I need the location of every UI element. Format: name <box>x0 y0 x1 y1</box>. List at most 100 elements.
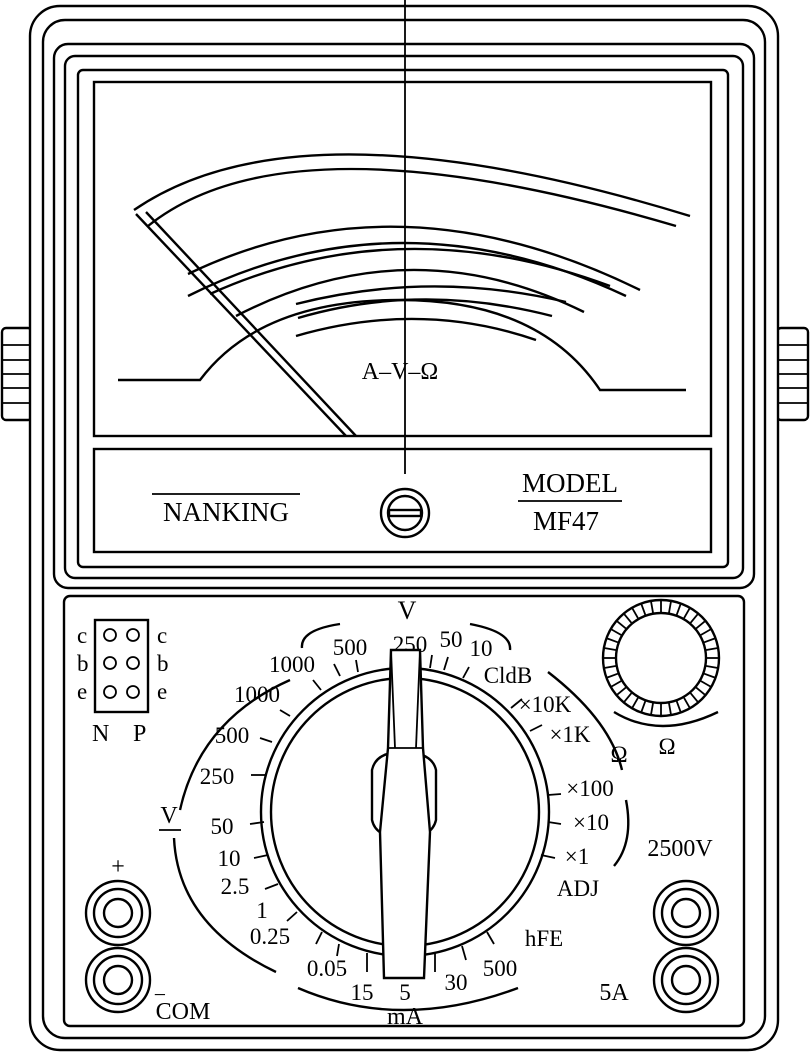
com-jack[interactable] <box>84 946 152 1014</box>
knurl-line <box>611 628 622 636</box>
scale-arcs <box>118 153 691 392</box>
knurl-line <box>668 703 672 715</box>
ohm-adjust-label: Ω <box>658 734 675 759</box>
knurl-line <box>607 672 619 679</box>
scale-label: A–V–Ω <box>362 359 439 385</box>
socket-pin-c-right: c <box>157 623 167 648</box>
dc-voltage-symbol: V <box>160 803 178 829</box>
plus-jack-label: + <box>111 854 125 880</box>
knurl-line <box>607 637 619 644</box>
ohm-symbol: Ω <box>610 742 627 767</box>
knurl-line <box>703 637 715 644</box>
dc-range-500: 500 <box>215 723 250 748</box>
ohm-range-x10k: ×10K <box>519 692 572 717</box>
socket-pin-e-right: e <box>157 679 167 704</box>
transistor-socket[interactable] <box>93 618 150 714</box>
socket-pin-e-left: e <box>77 679 87 704</box>
meter-window-bezel <box>76 68 730 569</box>
socket-pin-b-left: b <box>77 651 89 676</box>
knurl-line <box>650 703 654 715</box>
com-label: COM <box>156 999 211 1025</box>
high-current-jack[interactable] <box>652 946 720 1014</box>
zero-adjust-screw[interactable] <box>379 487 431 539</box>
meter-needle <box>135 211 357 437</box>
knurl-line <box>689 692 699 703</box>
knurl-line <box>616 686 627 696</box>
ohm-range-x10: ×10 <box>573 810 609 835</box>
knurl-line <box>650 601 654 613</box>
ac-range-10: 10 <box>470 636 493 661</box>
scale-plate <box>92 80 713 438</box>
minus-jack-label: − <box>154 982 166 1007</box>
knurl-line <box>675 604 682 616</box>
right-side-clip <box>775 326 810 422</box>
cldb-label: CldB <box>484 663 533 688</box>
knurl-line <box>683 697 691 708</box>
name-plate <box>92 447 713 554</box>
current-unit: mA <box>387 1004 424 1030</box>
knurl-line <box>703 672 715 679</box>
plus-jack[interactable] <box>84 879 152 947</box>
high-current-label: 5A <box>599 980 629 1006</box>
knurl-line <box>695 620 706 630</box>
ac-voltage-header: V <box>398 596 417 625</box>
socket-pin-c-left: c <box>77 623 87 648</box>
knurl-line <box>623 692 633 703</box>
ohm-range-x1k: ×1K <box>549 722 590 747</box>
knurl-line <box>631 697 639 708</box>
socket-pin-b-right: b <box>157 651 169 676</box>
ac-range-500: 500 <box>333 635 368 660</box>
current-range-5: 5 <box>399 980 411 1005</box>
knurl-line <box>668 601 672 613</box>
hfe-label: hFE <box>525 926 563 951</box>
dc-range-0-25: 0.25 <box>250 924 290 949</box>
current-range-30: 30 <box>445 970 468 995</box>
knurl-line <box>631 608 639 619</box>
dc-range-10: 10 <box>218 846 241 871</box>
knurl-line <box>700 680 711 688</box>
knurl-line <box>604 647 616 651</box>
left-side-clip <box>0 326 34 422</box>
adj-label: ADJ <box>557 876 599 901</box>
knurl-line <box>604 665 616 669</box>
ohm-adjust-knob[interactable] <box>601 598 721 718</box>
range-selector-knob[interactable] <box>249 648 562 980</box>
knurl-line <box>695 686 706 696</box>
model-label: MODEL <box>522 468 618 498</box>
high-voltage-label: 2500V <box>647 836 713 862</box>
knurl-line <box>616 620 627 630</box>
socket-label-p: P <box>133 721 146 747</box>
dc-range-50: 50 <box>211 814 234 839</box>
meter-case-inner <box>41 18 767 1040</box>
dc-range-1000-a: 1000 <box>269 652 315 677</box>
knurl-line <box>675 700 682 712</box>
ac-range-50: 50 <box>440 627 463 652</box>
knurl-line <box>706 647 718 651</box>
meter-window-frame-inner <box>63 54 745 580</box>
meter-window-frame <box>52 42 756 590</box>
knurl-line <box>611 680 622 688</box>
current-range-15: 15 <box>351 980 374 1005</box>
brand-name: NANKING <box>163 497 289 527</box>
current-range-500: 500 <box>483 956 518 981</box>
model-number: MF47 <box>533 506 599 536</box>
knurl-line <box>640 604 647 616</box>
dc-range-1000-b: 1000 <box>234 682 280 707</box>
current-range-0-05: 0.05 <box>307 956 347 981</box>
knurl-line <box>689 613 699 624</box>
range-brackets <box>172 622 719 1012</box>
high-voltage-jack[interactable] <box>652 879 720 947</box>
dc-range-2-5: 2.5 <box>221 874 250 899</box>
dc-range-1: 1 <box>256 898 268 923</box>
control-panel <box>62 594 746 1028</box>
knurl-line <box>700 628 711 636</box>
knurl-line <box>640 700 647 712</box>
knurl-line <box>623 613 633 624</box>
knurl-line <box>706 665 718 669</box>
socket-label-n: N <box>92 721 109 747</box>
ohm-range-x1: ×1 <box>565 844 589 869</box>
ohm-range-x100: ×100 <box>566 776 613 801</box>
knob-knurling <box>604 601 718 715</box>
dc-range-250: 250 <box>200 764 235 789</box>
